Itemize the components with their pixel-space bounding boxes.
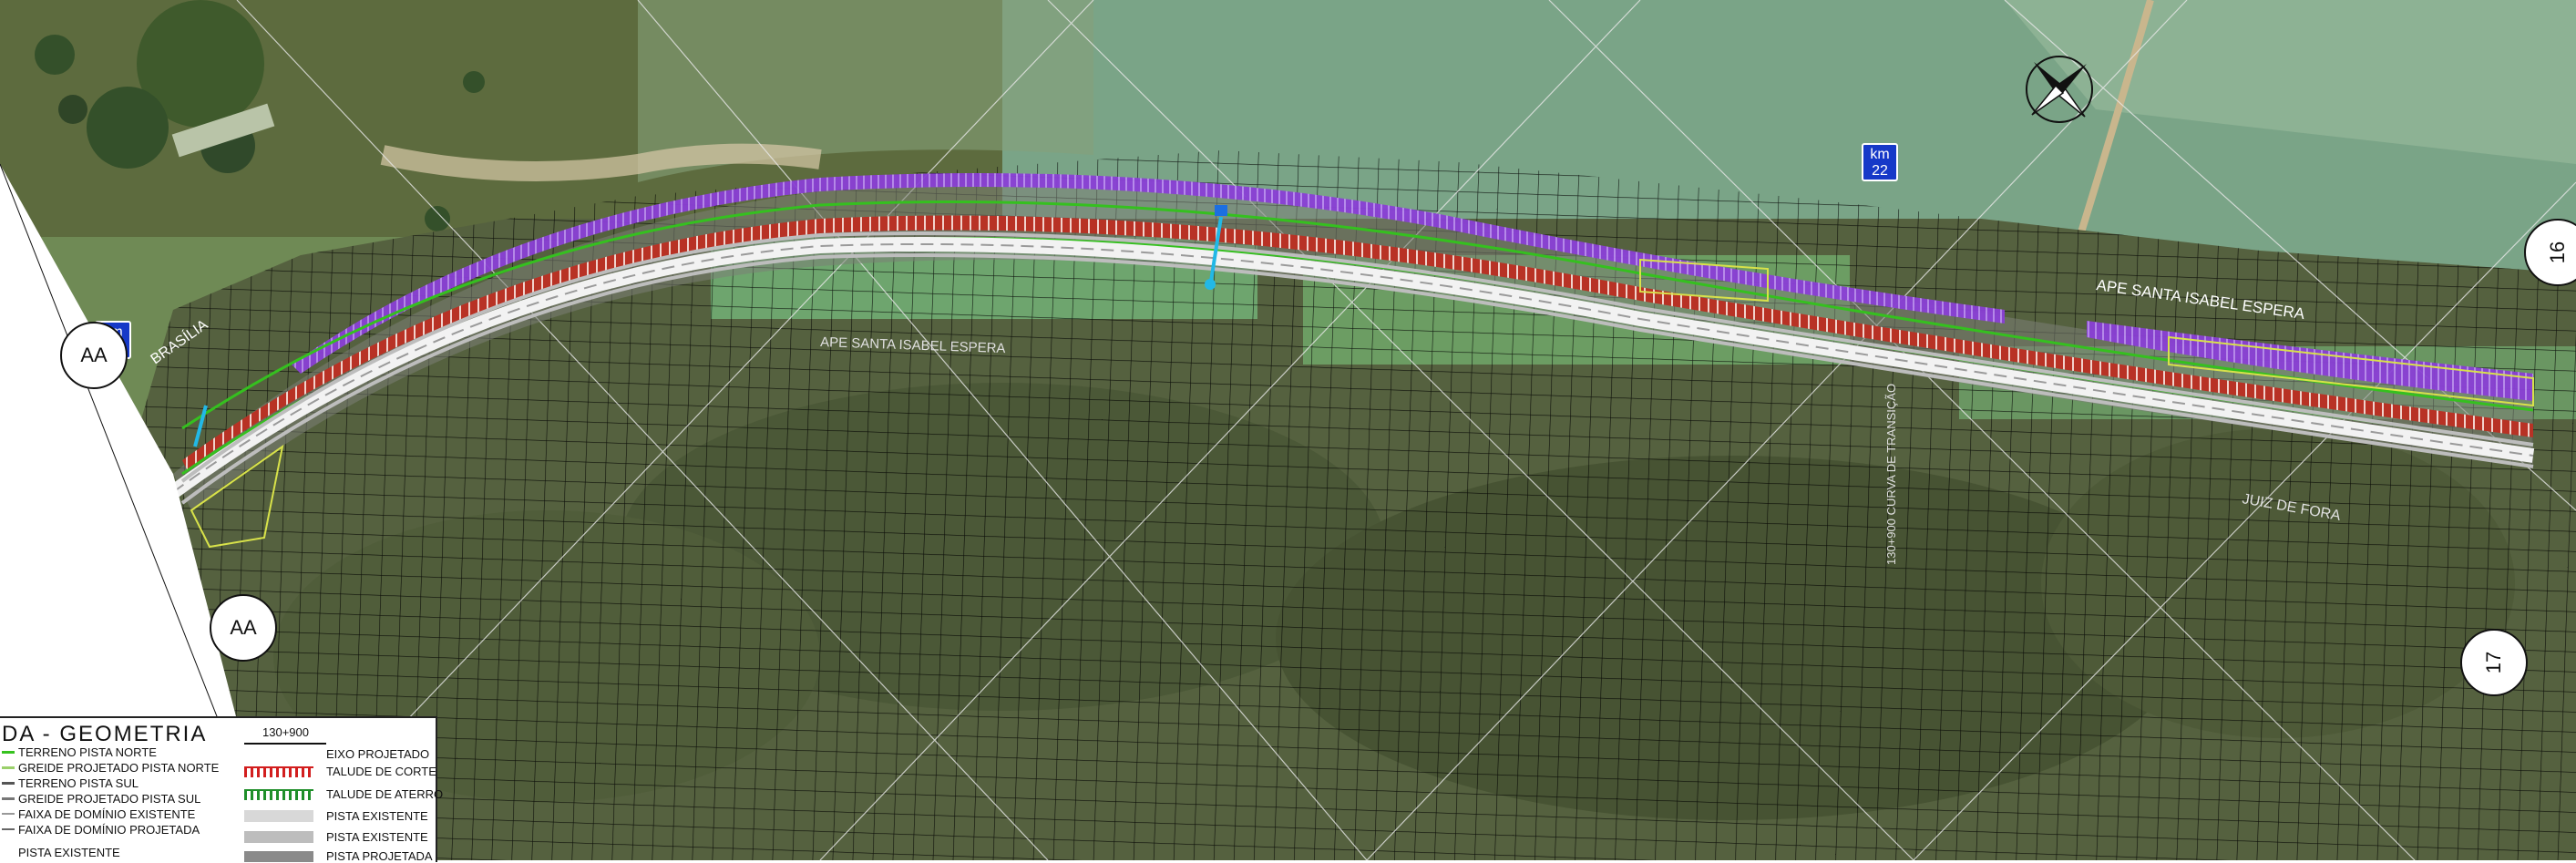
- label-station-vertical: 130+900 CURVA DE TRANSIÇÃO: [1884, 384, 1898, 565]
- right-of-way-boundaries: [190, 258, 2534, 549]
- legend-swatch-terreno-sul: [2, 782, 15, 785]
- section-bubble-aa-bottom[interactable]: AA: [210, 594, 277, 662]
- legend-greide-sul: GREIDE PROJETADO PISTA SUL: [18, 792, 201, 806]
- sheet-bubble-17[interactable]: 17: [2460, 629, 2528, 696]
- sheet-bubble-16-label: 16: [2546, 241, 2569, 264]
- map-legend: DA - GEOMETRIA 130+900 TERRENO PISTA NOR…: [0, 716, 443, 863]
- legend-pista-existente-left: PISTA EXISTENTE: [18, 846, 120, 859]
- north-arrow-icon: [2026, 56, 2093, 123]
- legend-talude-aterro: TALUDE DE ATERRO: [326, 787, 444, 801]
- legend-talude-corte: TALUDE DE CORTE: [326, 765, 436, 778]
- legend-swatch-faixa-existente: [2, 813, 15, 815]
- legend-swatch-pista-projetada: [244, 851, 313, 862]
- legend-swatch-talude-corte: [244, 766, 313, 777]
- section-bubble-aa-bottom-label: AA: [230, 616, 257, 639]
- legend-swatch-pista-existente-2: [244, 831, 313, 843]
- sheet-bubble-16[interactable]: 16: [2524, 219, 2576, 286]
- legend-faixa-projetada: FAIXA DE DOMÍNIO PROJETADA: [18, 823, 200, 837]
- drainage-structure: [193, 205, 1227, 447]
- km-marker-22[interactable]: km 22: [1862, 143, 1898, 181]
- legend-swatch-terreno-norte: [2, 751, 15, 754]
- legend-terreno-norte: TERRENO PISTA NORTE: [18, 745, 157, 759]
- legend-station: 130+900: [262, 725, 309, 739]
- road-axis: [172, 242, 2534, 493]
- legend-station-line: [244, 743, 326, 745]
- km-marker-22-bottom: 22: [1872, 163, 1888, 179]
- farmstead: [35, 0, 485, 231]
- legend-title: DA - GEOMETRIA: [2, 722, 208, 746]
- legend-swatch-pista-existente-1: [244, 810, 313, 822]
- legend-swatch-talude-aterro: [244, 789, 313, 800]
- section-bubble-aa-top[interactable]: AA: [60, 322, 128, 389]
- km-marker-22-top: km: [1870, 147, 1890, 162]
- legend-faixa-existente: FAIXA DE DOMÍNIO EXISTENTE: [18, 807, 196, 821]
- legend-pista-projetada: PISTA PROJETADA: [326, 849, 433, 863]
- terrain-light-field: [638, 0, 1093, 182]
- sheet-bubble-17-label: 17: [2482, 651, 2505, 674]
- legend-swatch-faixa-projetada: [2, 828, 15, 830]
- legend-eixo-projetado: EIXO PROJETADO: [326, 747, 430, 761]
- legend-terreno-sul: TERRENO PISTA SUL: [18, 776, 139, 790]
- legend-pista-existente-1: PISTA EXISTENTE: [326, 809, 428, 823]
- section-bubble-aa-top-label: AA: [80, 344, 108, 366]
- legend-pista-existente-2: PISTA EXISTENTE: [326, 830, 428, 844]
- soil-strip: [380, 143, 822, 181]
- legend-swatch-greide-norte: [2, 766, 15, 769]
- legend-greide-norte: GREIDE PROJETADO PISTA NORTE: [18, 761, 220, 775]
- legend-swatch-greide-sul: [2, 797, 15, 800]
